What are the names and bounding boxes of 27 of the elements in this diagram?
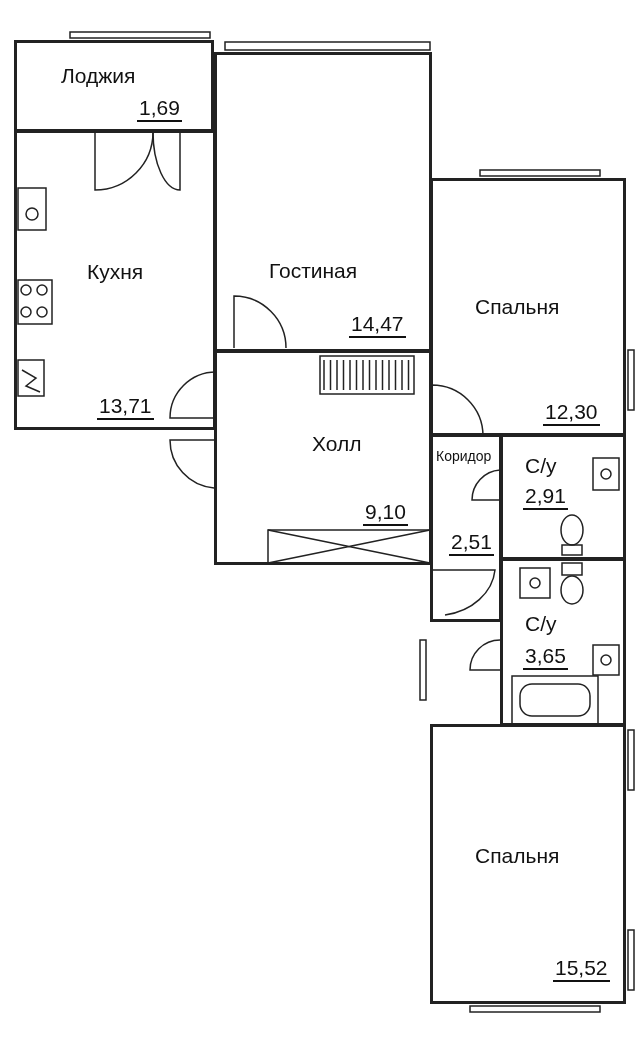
room-outline	[430, 434, 502, 622]
room-area: 3,65	[523, 645, 568, 670]
room-area: 9,10	[363, 501, 408, 526]
room-name: С/у	[525, 455, 557, 476]
room-area: 1,69	[137, 97, 182, 122]
room-outline	[214, 52, 432, 352]
room-outline	[500, 434, 626, 560]
room-area: 15,52	[553, 957, 610, 982]
room-outline	[14, 130, 216, 430]
room-area: 2,51	[449, 531, 494, 556]
room-name: Лоджия	[61, 65, 136, 86]
room-outline	[214, 350, 432, 565]
room-area: 2,91	[523, 485, 568, 510]
room-outline	[500, 558, 626, 726]
room-area: 12,30	[543, 401, 600, 426]
room-name: Гостиная	[269, 260, 358, 281]
room-area: 13,71	[97, 395, 154, 420]
room-name: Коридор	[436, 449, 492, 463]
room-name: Холл	[312, 433, 362, 454]
room-name: Спальня	[475, 845, 560, 866]
room-outline	[430, 724, 626, 1004]
room-name: Кухня	[87, 261, 144, 282]
room-name: С/у	[525, 613, 557, 634]
room-outline	[430, 178, 626, 436]
room-name: Спальня	[475, 296, 560, 317]
room-outline	[14, 40, 214, 132]
room-area: 14,47	[349, 313, 406, 338]
